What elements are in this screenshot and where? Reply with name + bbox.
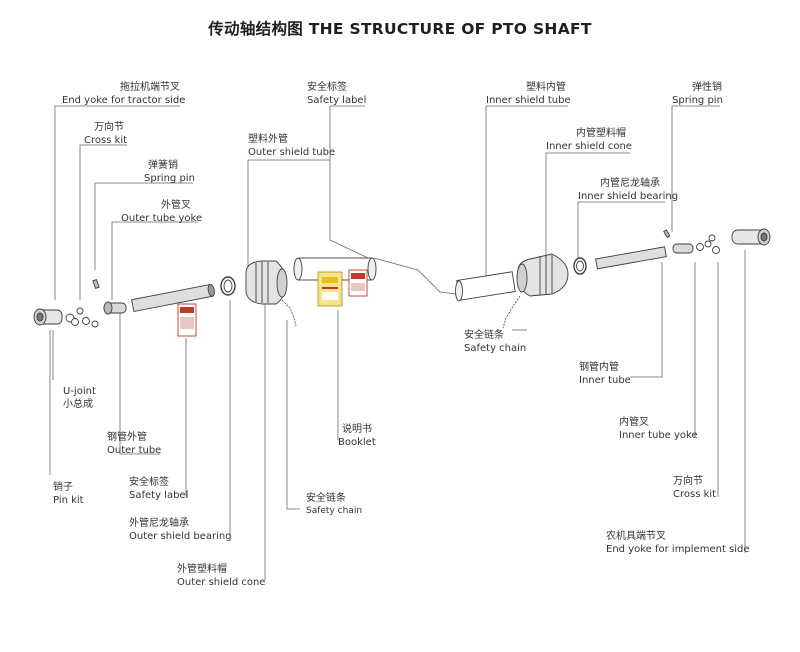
safety-chain-left-part — [281, 299, 297, 327]
label-inner-shield-tube-cn: 塑料内管 — [526, 82, 566, 93]
label-outer-tube-en: Outer tube — [107, 444, 162, 456]
label-outer-tube: 钢管外管 Outer tube — [107, 432, 161, 457]
label-safety-label-top-en: Safety label — [307, 94, 367, 106]
label-u-joint-en: U-joint — [63, 386, 96, 397]
label-inner-shield-bearing: 内管尼龙轴承 Inner shield bearing — [578, 178, 678, 203]
safety-label-bottom-part — [177, 303, 197, 337]
label-pin-kit-cn: 销子 — [53, 482, 73, 493]
label-inner-tube-en: Inner tube — [579, 374, 631, 386]
inner-tube-part — [595, 246, 667, 270]
end-yoke-implement-part — [731, 228, 771, 246]
label-spring-pin-left-cn: 弹簧销 — [148, 160, 178, 171]
label-end-yoke-implement: 农机具端节叉 End yoke for implement side — [606, 531, 750, 556]
left-assembly — [33, 257, 377, 337]
label-spring-pin-right-en: Spring pin — [672, 94, 723, 106]
label-inner-shield-cone-cn: 内管塑料帽 — [576, 128, 626, 139]
leader-lines — [49, 105, 746, 580]
label-u-joint-cn: 小总成 — [63, 398, 93, 410]
end-yoke-tractor-part — [33, 308, 63, 326]
label-outer-shield-bearing-cn: 外管尼龙轴承 — [129, 518, 189, 529]
label-inner-tube-yoke-cn: 内管叉 — [619, 417, 649, 428]
label-cross-kit-right-en: Cross kit — [673, 488, 717, 500]
right-assembly — [455, 228, 771, 329]
label-booklet-en: Booklet — [338, 436, 376, 448]
label-outer-shield-cone-en: Outer shield cone — [177, 576, 266, 588]
label-spring-pin-right: 弹性销 Spring pin — [672, 82, 723, 107]
label-booklet-cn: 说明书 — [342, 424, 372, 435]
label-cross-kit-right-cn: 万向节 — [673, 476, 703, 487]
label-safety-chain-right-cn: 安全链条 — [464, 330, 504, 341]
label-cross-kit-left-en: Cross kit — [84, 134, 128, 146]
label-safety-label-top: 安全标签 Safety label — [307, 82, 366, 107]
label-safety-chain-bottom-en: Safety chain — [306, 506, 363, 516]
label-inner-tube-yoke: 内管叉 Inner tube yoke — [619, 417, 698, 442]
label-end-yoke-implement-cn: 农机具端节叉 — [606, 531, 666, 542]
label-inner-shield-cone-en: Inner shield cone — [546, 140, 632, 152]
label-end-yoke-tractor-en: End yoke for tractor side — [62, 94, 186, 106]
label-outer-shield-bearing: 外管尼龙轴承 Outer shield bearing — [129, 518, 232, 543]
booklet-part — [317, 271, 343, 307]
label-pin-kit-en: Pin kit — [53, 494, 84, 506]
label-inner-shield-bearing-en: Inner shield bearing — [578, 190, 679, 202]
inner-shield-tube-part — [455, 271, 516, 302]
label-outer-shield-cone-cn: 外管塑料帽 — [177, 564, 227, 575]
label-outer-tube-cn: 钢管外管 — [107, 432, 147, 443]
label-cross-kit-left-cn: 万向节 — [94, 122, 124, 133]
label-spring-pin-left-en: Spring pin — [144, 172, 195, 184]
safety-label-top-part — [348, 269, 368, 297]
label-inner-shield-cone: 内管塑料帽 Inner shield cone — [546, 128, 632, 153]
label-outer-tube-yoke-cn: 外管叉 — [161, 200, 191, 211]
label-inner-shield-tube: 塑料内管 Inner shield tube — [486, 82, 571, 107]
outer-shield-cone-part — [245, 260, 288, 305]
label-end-yoke-implement-en: End yoke for implement side — [606, 543, 750, 555]
label-spring-pin-right-cn: 弹性销 — [692, 82, 722, 93]
label-inner-shield-bearing-cn: 内管尼龙轴承 — [600, 178, 660, 189]
label-outer-tube-yoke: 外管叉 Outer tube yoke — [121, 200, 202, 225]
label-cross-kit-right: 万向节 Cross kit — [673, 476, 716, 501]
label-outer-shield-tube-cn: 塑料外管 — [248, 134, 288, 145]
label-outer-shield-cone: 外管塑料帽 Outer shield cone — [177, 564, 265, 589]
label-outer-shield-bearing-en: Outer shield bearing — [129, 530, 232, 542]
outer-tube-part — [131, 283, 215, 313]
outer-tube-yoke-part — [103, 301, 127, 315]
label-safety-chain-bottom-cn: 安全链条 — [306, 493, 346, 504]
label-spring-pin-left: 弹簧销 Spring pin — [144, 160, 195, 185]
label-outer-tube-yoke-en: Outer tube yoke — [121, 212, 203, 224]
label-inner-tube-cn: 钢管内管 — [579, 362, 619, 373]
label-safety-chain-right-en: Safety chain — [464, 342, 527, 354]
label-outer-shield-tube-en: Outer shield tube — [248, 146, 336, 158]
label-cross-kit-left: 万向节 Cross kit — [84, 122, 127, 147]
label-safety-chain-bottom: 安全链条 Safety chain — [306, 493, 362, 517]
inner-shield-cone-part — [516, 253, 569, 297]
label-end-yoke-tractor-cn: 拖拉机端节叉 — [120, 82, 180, 93]
label-safety-label-bottom-cn: 安全标签 — [129, 477, 169, 488]
label-booklet: 说明书 Booklet — [338, 424, 376, 449]
label-inner-shield-tube-en: Inner shield tube — [486, 94, 571, 106]
label-pin-kit: 销子 Pin kit — [53, 482, 84, 507]
label-end-yoke-tractor: 拖拉机端节叉 End yoke for tractor side — [62, 82, 185, 107]
label-safety-chain-right: 安全链条 Safety chain — [464, 330, 526, 355]
label-u-joint: U-joint 小总成 — [63, 386, 96, 411]
label-outer-shield-tube: 塑料外管 Outer shield tube — [248, 134, 335, 159]
label-safety-label-top-cn: 安全标签 — [307, 82, 347, 93]
label-inner-tube-yoke-en: Inner tube yoke — [619, 429, 698, 441]
label-safety-label-bottom-en: Safety label — [129, 489, 189, 501]
label-inner-tube: 钢管内管 Inner tube — [579, 362, 631, 387]
page-title: 传动轴结构图 THE STRUCTURE OF PTO SHAFT — [208, 20, 592, 38]
label-safety-label-bottom: 安全标签 Safety label — [129, 477, 188, 502]
